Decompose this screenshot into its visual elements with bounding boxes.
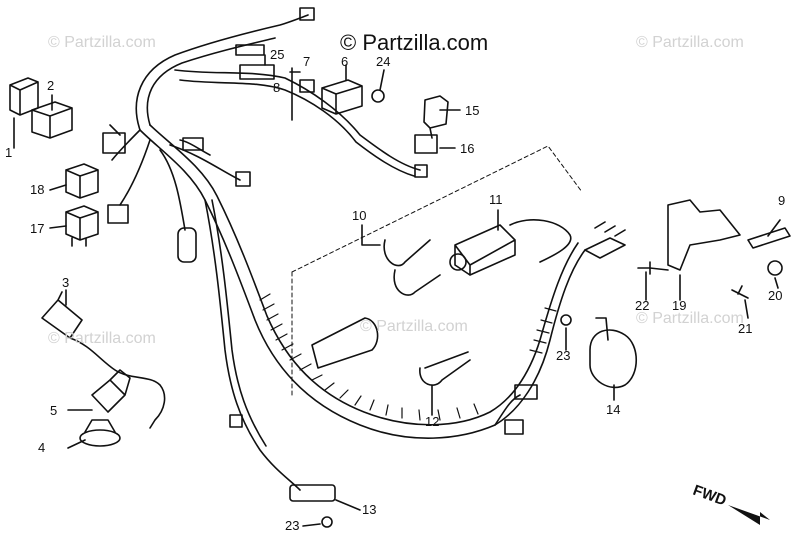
callout-16: 16 <box>460 141 474 156</box>
part-15-unit <box>423 95 449 139</box>
callout-4: 4 <box>38 440 45 455</box>
callout-20: 20 <box>768 288 782 303</box>
watermark: © Partzilla.com <box>48 34 156 51</box>
callout-3: 3 <box>62 275 69 290</box>
callouts: 1 2 3 4 5 6 7 8 9 10 11 12 13 14 15 16 1… <box>5 47 785 533</box>
part-6-unit <box>321 79 363 115</box>
part-8-clip <box>239 64 275 80</box>
callout-14: 14 <box>606 402 620 417</box>
main-harness <box>139 129 586 439</box>
callout-23-horn-bolt: 23 <box>556 348 570 363</box>
forward-label: FWD <box>691 482 729 510</box>
ignition-switch-group-box <box>291 145 583 396</box>
callout-1: 1 <box>5 145 12 160</box>
callout-23-switch-bolt: 23 <box>285 518 299 533</box>
brand-title: © Partzilla.com <box>340 30 489 55</box>
part-5-plug-cap <box>91 369 131 413</box>
part-17-relay <box>65 205 99 247</box>
main-harness-edge <box>149 124 579 426</box>
callout-11: 11 <box>489 192 503 207</box>
watermark: © Partzilla.com <box>636 310 744 327</box>
callout-2: 2 <box>47 78 54 93</box>
callout-18: 18 <box>30 182 44 197</box>
part-4-cap <box>79 429 121 447</box>
callout-24: 24 <box>376 54 390 69</box>
callout-22: 22 <box>635 298 649 313</box>
upper-harness <box>135 14 309 131</box>
callout-9: 9 <box>778 193 785 208</box>
callout-12: 12 <box>425 414 439 429</box>
part-16-connector <box>414 134 438 154</box>
forward-arrow-icon: FWD <box>691 482 770 525</box>
callout-17: 17 <box>30 221 44 236</box>
watermark: © Partzilla.com <box>360 318 468 335</box>
part-3-ignition-coil <box>41 291 166 429</box>
watermark: © Partzilla.com <box>636 34 744 51</box>
part-2-resistor <box>31 101 73 139</box>
callout-5: 5 <box>50 403 57 418</box>
part-13-switch <box>289 484 336 502</box>
callout-19: 19 <box>672 298 686 313</box>
callout-13: 13 <box>362 502 376 517</box>
part-19-bracket <box>667 199 741 271</box>
callout-7: 7 <box>303 54 310 69</box>
part-9-plate <box>747 227 791 249</box>
part-25-fuse <box>235 44 265 56</box>
part-18-relay <box>65 163 99 199</box>
part-10-key <box>383 239 441 296</box>
callout-10: 10 <box>352 208 366 223</box>
watermark: © Partzilla.com <box>48 330 156 347</box>
callout-15: 15 <box>465 103 479 118</box>
callout-6: 6 <box>341 54 348 69</box>
part-12-key <box>419 351 471 386</box>
part-14-horn <box>589 317 637 389</box>
callout-21: 21 <box>738 321 752 336</box>
callout-8: 8 <box>273 80 280 95</box>
callout-25: 25 <box>270 47 284 62</box>
